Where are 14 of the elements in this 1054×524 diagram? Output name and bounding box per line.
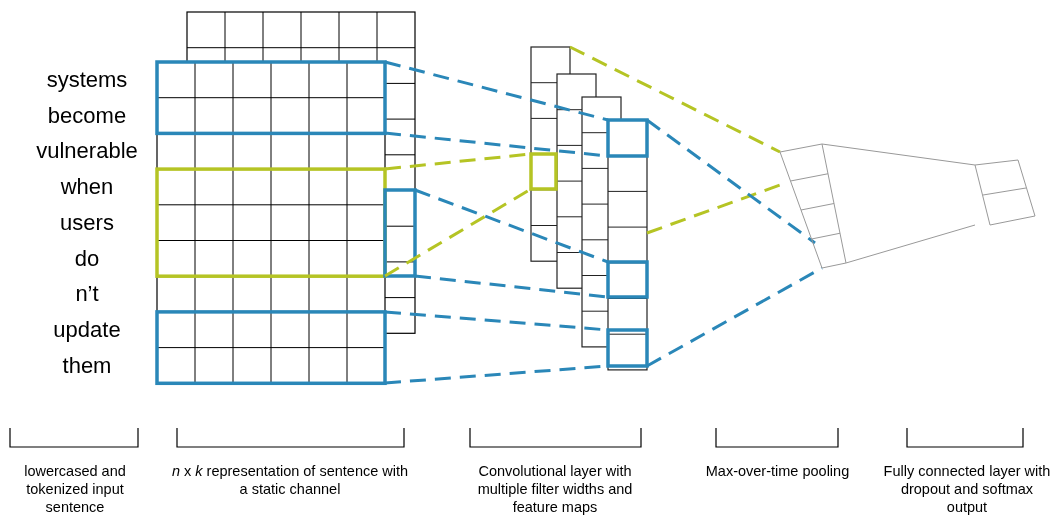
- layer-caption: n x k representation of sentence with a static channel: [170, 462, 410, 498]
- layer-caption: Convolutional layer with multiple filter widths and feature maps: [476, 462, 634, 516]
- sentence-word: vulnerable: [36, 138, 138, 165]
- layer-caption: Max-over-time pooling: [704, 462, 851, 480]
- layer-caption: lowercased and tokenized input sentence: [23, 462, 127, 516]
- sentence-word: users: [60, 209, 114, 236]
- sentence-word: when: [60, 174, 114, 201]
- sentence-word: update: [53, 316, 121, 343]
- sentence-word: n’t: [75, 281, 99, 308]
- sentence-word: systems: [46, 67, 128, 93]
- layer-caption: Fully connected layer with dropout and softmax output: [882, 462, 1052, 516]
- sentence-word: do: [74, 245, 100, 272]
- sentence-word: become: [47, 102, 127, 129]
- sentence-word: them: [62, 352, 112, 379]
